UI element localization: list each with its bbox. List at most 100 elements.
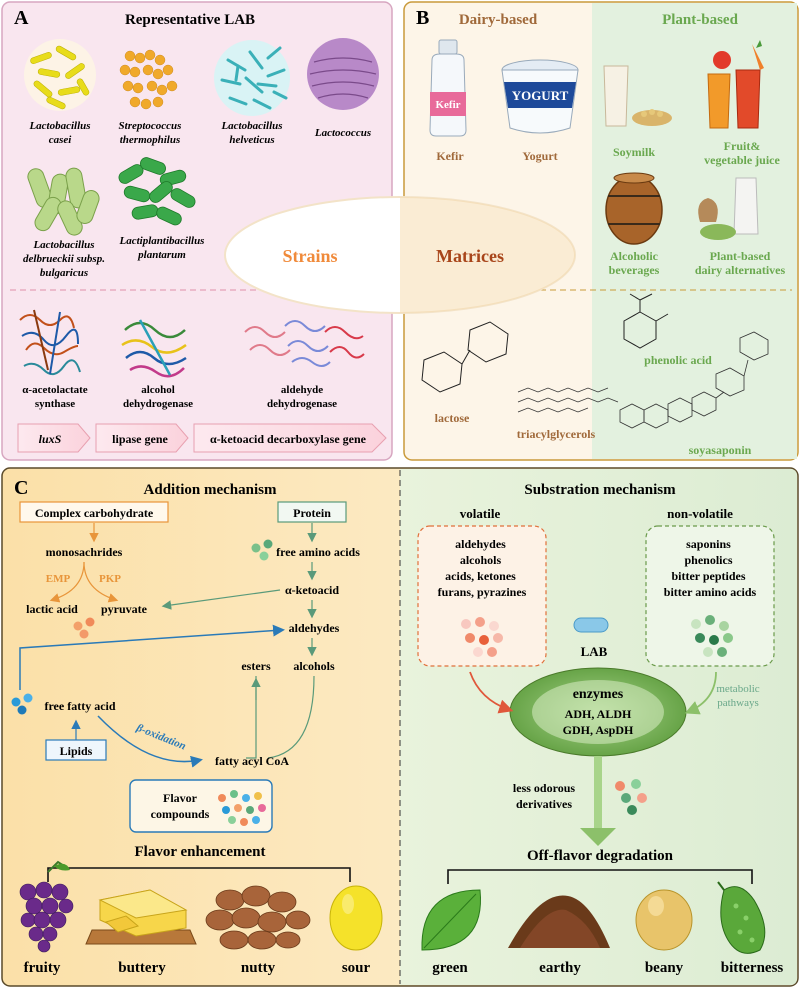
non-volatile-list: saponins phenolics bitter peptides bitte…: [664, 537, 757, 599]
acetolactate-synthase-structure: [19, 309, 81, 376]
arrow-nonvolatile-enzymes: [684, 671, 717, 715]
cell-inner: [532, 680, 664, 744]
lactiplantibacillus-plantarum-image: [118, 157, 196, 226]
arrow-volatile-enzymes: [469, 671, 514, 714]
plant-milk-image: [698, 177, 759, 240]
arrow-pkp: [83, 561, 119, 603]
lactose-structure: [421, 321, 509, 393]
arrow-beta-oxidation: [97, 715, 203, 768]
non-volatile-title: non-volatile: [667, 506, 733, 521]
svg-text:YOGURT: YOGURT: [512, 88, 569, 103]
non-volatile-molecules-icon: [691, 615, 733, 657]
stem-arrowhead: [580, 828, 616, 846]
acid-molecules-icon: [73, 617, 95, 639]
gene-arrow-2: [95, 423, 189, 453]
phenolic-acid-structure: [623, 293, 669, 349]
svg-text:Kefir: Kefir: [435, 99, 460, 111]
buttery-label: buttery: [118, 960, 166, 976]
soil-image: [508, 895, 610, 948]
flavor-compounds-box: [129, 779, 273, 833]
soyasaponin-structure: [619, 331, 769, 429]
kefir-label: Kefir: [436, 149, 464, 163]
aldehyde-dehydrogenase-structure: [244, 320, 365, 367]
enzymes-title: enzymes: [573, 687, 624, 702]
yogurt-label: Yogurt: [522, 149, 557, 163]
gene-luxs: luxS: [39, 432, 62, 446]
juice-label: Fruit&vegetable juice: [704, 139, 780, 167]
earthy-label: earthy: [539, 960, 581, 976]
soyasaponin-label: soyasaponin: [689, 443, 752, 457]
lactobacillus-casei-image: [24, 39, 96, 111]
bitterness-label: bitterness: [721, 960, 784, 976]
lipids-label: Lipids: [60, 744, 93, 758]
lab-label: LAB: [581, 644, 608, 659]
volatile-molecules-icon: [461, 617, 503, 657]
panel-b-letter: B: [416, 7, 429, 29]
volatile-title: volatile: [460, 506, 501, 521]
volatile-list: aldehydes alcohols acids, ketones furans…: [438, 537, 527, 599]
nuts-image: [205, 885, 311, 950]
alcohol-dehydrogenase-structure: [121, 319, 187, 378]
strain-label-4: Lactococcus: [314, 127, 371, 139]
pkp-label: PKP: [99, 573, 121, 585]
center-strains-label: Strains: [282, 246, 337, 266]
lab-bacterium-icon: [573, 617, 609, 633]
lactococcus-image: [307, 38, 379, 110]
flavor-molecules-icon: [218, 790, 266, 826]
arrow-keto-pyruvate: [161, 589, 281, 610]
arrow-ffa-aldehydes: [19, 624, 285, 690]
amino-acid-molecules-icon: [251, 539, 273, 561]
triacylglycerols-label: triacylglycerols: [517, 427, 596, 441]
protein-label: Protein: [293, 506, 331, 520]
degradation-bracket: [447, 869, 753, 884]
dairy-title: Dairy-based: [459, 12, 538, 28]
leaf-image: [421, 889, 482, 951]
emp-label: EMP: [46, 573, 71, 585]
off-flavor-title: Off-flavor degradation: [527, 848, 674, 864]
complex-carbohydrate-label: Complex carbohydrate: [35, 506, 154, 520]
kefir-bottle-image: Kefir: [429, 39, 467, 137]
aldehydes-label: aldehydes: [289, 621, 340, 635]
lactobacillus-helveticus-image: [214, 40, 290, 116]
lactose-label: lactose: [435, 411, 470, 425]
soymilk-label: Soymilk: [613, 145, 655, 159]
panel-c-letter: C: [14, 477, 28, 499]
grapes-image: [19, 860, 74, 953]
triacylglycerols-structure: [517, 387, 619, 413]
plant-title: Plant-based: [662, 12, 739, 28]
addition-title: Addition mechanism: [144, 482, 277, 498]
bean-image: [635, 889, 693, 951]
soymilk-image: [603, 65, 672, 127]
gene-ketoacid-decarboxylase: α-ketoacid decarboxylase gene: [210, 432, 367, 446]
lactobacillus-delbrueckii-image: [27, 167, 100, 236]
center-matrices-label: Matrices: [436, 246, 504, 266]
esters-label: esters: [241, 659, 271, 673]
substration-title: Substration mechanism: [524, 482, 676, 498]
lactic-acid-label: lactic acid: [26, 602, 78, 616]
fatty-acid-molecules-icon: [11, 693, 33, 715]
cell-stem: [594, 756, 602, 830]
line-alcohols-coa: [267, 675, 315, 759]
barrel-image: [605, 172, 663, 245]
fruity-label: fruity: [24, 960, 61, 976]
derivatives-molecules-icon: [615, 779, 647, 815]
volatile-box: [417, 525, 547, 667]
juice-image: [707, 40, 764, 129]
free-fatty-acid-label: free fatty acid: [44, 699, 115, 713]
alcohols-label: alcohols: [293, 659, 335, 673]
phenolic-acid-label: phenolic acid: [644, 353, 712, 367]
monosaccharides-label: monosachrides: [46, 545, 123, 559]
